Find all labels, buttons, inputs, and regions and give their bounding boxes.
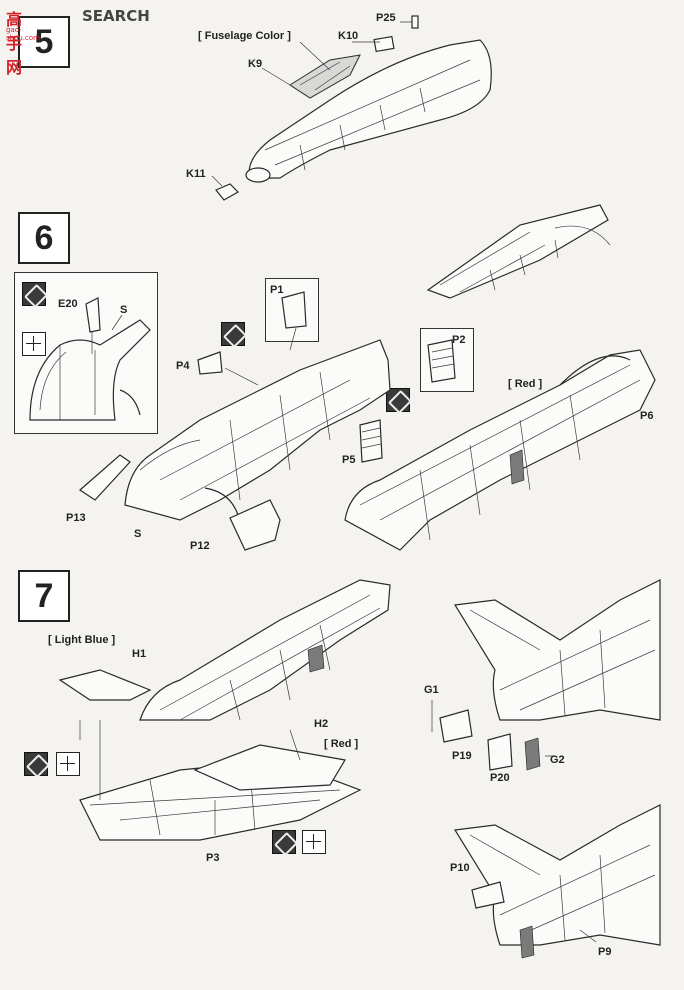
glue-icon: [22, 282, 46, 306]
callout-p20: P20: [490, 772, 510, 784]
callout-p13: P13: [66, 512, 86, 524]
step-number-7: 7: [18, 570, 70, 622]
callout-red-step7: [ Red ]: [324, 738, 359, 750]
glue-icon: [272, 830, 296, 854]
callout-fuselage-color: [ Fuselage Color ]: [198, 30, 291, 42]
step6-left-fuselage-drawing: [79, 291, 391, 551]
callout-g2: G2: [550, 754, 565, 766]
step5-fuselage-drawing: [211, 15, 492, 201]
callout-p25: P25: [376, 12, 396, 24]
glue-icon: [386, 388, 410, 412]
step6-vents-drawing: [359, 339, 456, 463]
callout-k9: K9: [248, 58, 263, 70]
callout-p5: P5: [342, 454, 356, 466]
watermark-search: SEARCH: [82, 7, 150, 25]
callout-p2: P2: [452, 334, 466, 346]
step6-upper-right-drawing: [426, 204, 611, 299]
watermark-logo: 高手网: [6, 10, 24, 77]
callout-k10: K10: [338, 30, 359, 42]
callout-e20: E20: [58, 298, 78, 310]
step7-right-top-drawing: [431, 579, 661, 771]
step7-right-bottom-drawing: [454, 804, 661, 959]
callout-s-detail: S: [120, 304, 128, 316]
step7-left-assembly-drawing: [58, 579, 391, 841]
callout-p12: P12: [190, 540, 210, 552]
callout-h1: H1: [132, 648, 147, 660]
callout-h2: H2: [314, 718, 329, 730]
glue-icon: [24, 752, 48, 776]
symmetry-icon: [22, 332, 46, 356]
callout-s-main: S: [134, 528, 142, 540]
step6-detail-drawing: [29, 297, 151, 421]
callout-k11: K11: [186, 168, 206, 180]
callout-p4: P4: [176, 360, 190, 372]
callout-p10: P10: [450, 862, 470, 874]
symmetry-icon: [56, 752, 80, 776]
glue-icon: [221, 322, 245, 346]
step-number-5: 5: [18, 16, 70, 68]
callout-p6: P6: [640, 410, 654, 422]
callout-p1: P1: [270, 284, 284, 296]
callout-p3: P3: [206, 852, 220, 864]
callout-p9: P9: [598, 946, 612, 958]
step-number-6: 6: [18, 212, 70, 264]
callout-light-blue: [ Light Blue ]: [48, 634, 116, 646]
callout-red-step6: [ Red ]: [508, 378, 543, 390]
callout-g1: G1: [424, 684, 439, 696]
symmetry-icon: [302, 830, 326, 854]
watermark-url: gao-shou.com: [6, 26, 40, 42]
step6-right-fuselage-drawing: [344, 349, 656, 551]
callout-p19: P19: [452, 750, 472, 762]
